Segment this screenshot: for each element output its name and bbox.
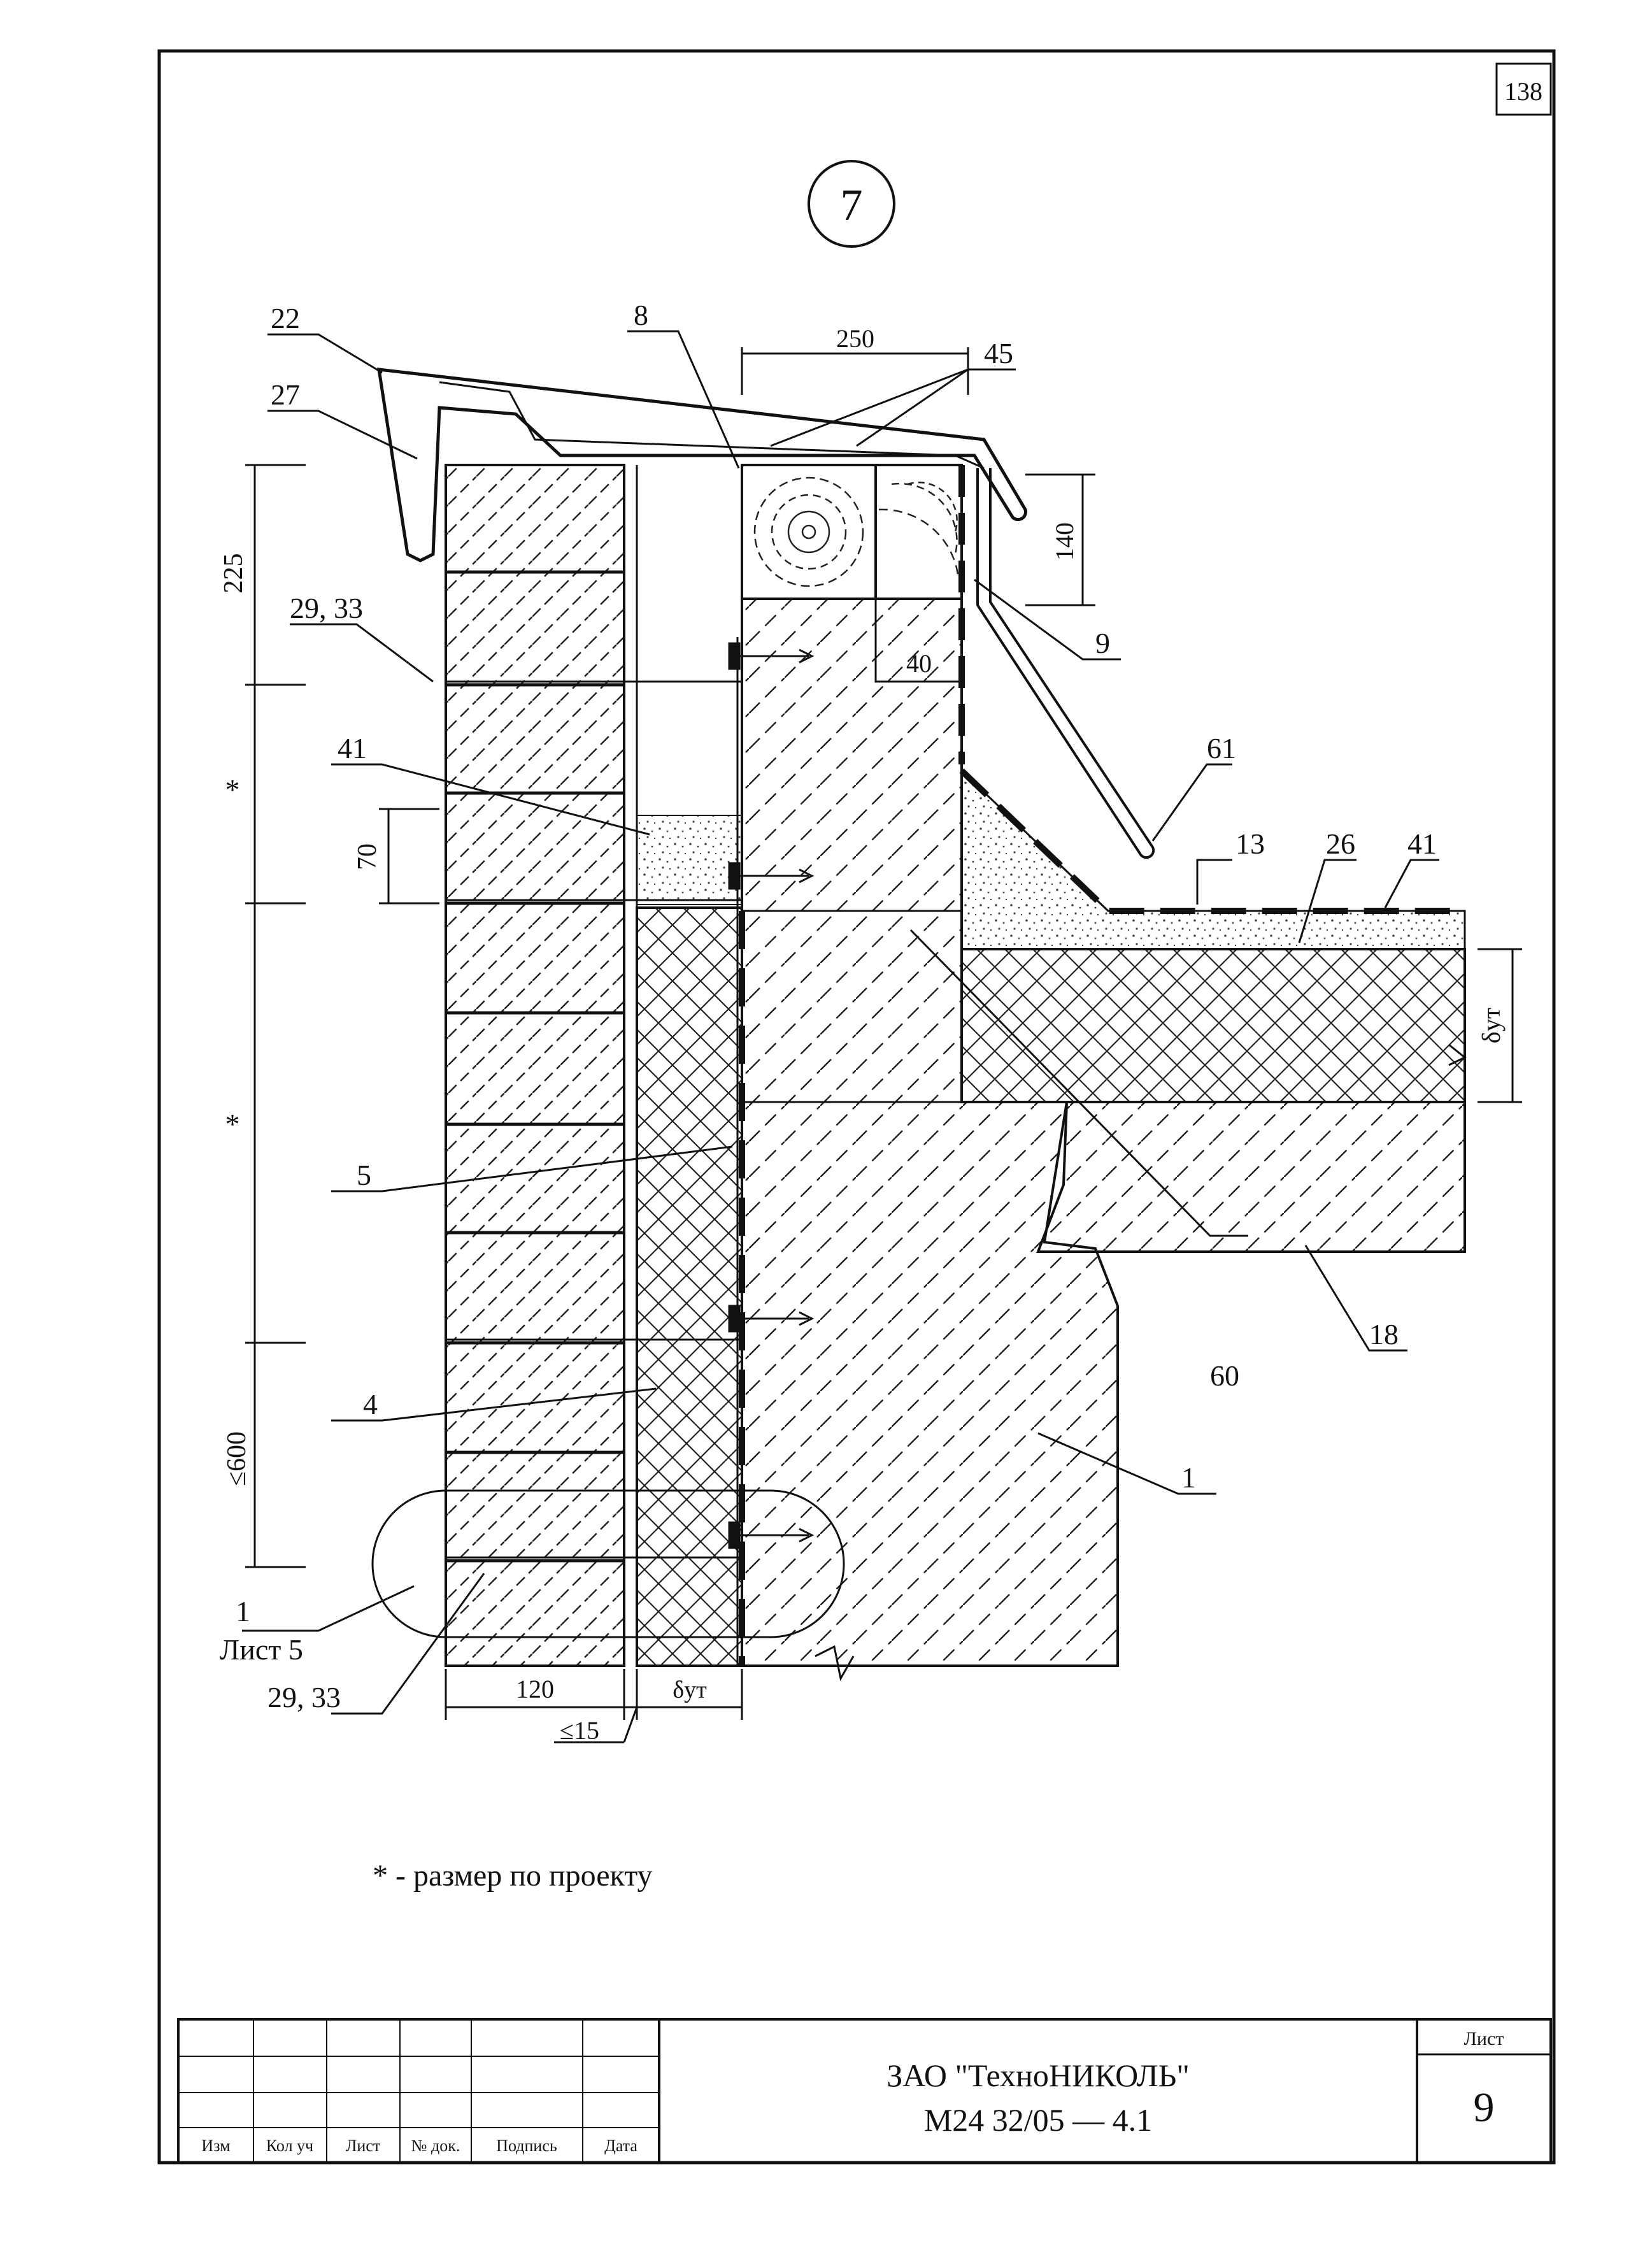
coping-22	[377, 368, 1028, 562]
wall-insulation	[636, 906, 743, 1667]
tb-header-date: Дата	[604, 2137, 637, 2155]
tb-header-list: Лист	[346, 2137, 380, 2155]
dim-140: 140	[1050, 522, 1079, 561]
break-mark-right	[1448, 1043, 1467, 1066]
tb-header-signature: Подпись	[496, 2137, 557, 2155]
label-4: 4	[363, 1388, 378, 1421]
label-41-left: 41	[338, 732, 367, 764]
dim-225: 225	[219, 554, 248, 594]
dim-dut-bottom: δут	[673, 1677, 707, 1703]
detail-number: 7	[841, 181, 863, 230]
dim-250: 250	[836, 324, 874, 353]
page-number: 138	[1504, 77, 1542, 106]
tb-sheet-label: Лист	[1464, 2028, 1504, 2049]
dim-star-1: *	[225, 773, 240, 806]
concrete-wall	[741, 598, 1119, 1667]
break-mark-bottom	[815, 1645, 855, 1682]
leader-lines	[242, 330, 1439, 1715]
label-1: 1	[1181, 1461, 1196, 1494]
wooden-bar-9	[874, 464, 963, 600]
dim-600: ≤600	[222, 1431, 252, 1486]
label-27: 27	[271, 378, 300, 411]
label-29-33-bottom: 29, 33	[267, 1681, 341, 1714]
wooden-bar-8	[741, 464, 877, 600]
label-22: 22	[271, 302, 300, 334]
brick-veneer	[445, 464, 742, 1667]
page-number-box	[1495, 62, 1552, 116]
tb-sheet-number: 9	[1474, 2084, 1495, 2131]
dim-120: 120	[516, 1675, 554, 1703]
label-18: 18	[1369, 1318, 1399, 1350]
tb-header-kol-uch: Кол уч	[266, 2137, 313, 2155]
roof-insulation-26	[960, 948, 1466, 1103]
detail-callout	[371, 1489, 845, 1638]
label-list-5: Лист 5	[220, 1633, 303, 1666]
left-dimension-chain	[245, 464, 439, 1568]
tb-header-izm: Изм	[201, 2137, 230, 2155]
tb-code: М24 32/05 — 4.1	[924, 2102, 1152, 2138]
bottom-dimension-chain	[445, 1669, 743, 1743]
label-5: 5	[357, 1159, 371, 1191]
top-dimension-chain	[741, 347, 1095, 606]
label-29-33-top: 29, 33	[290, 592, 363, 624]
anchors	[728, 642, 815, 1549]
dim-70: 70	[353, 843, 382, 870]
mortar-fill-cavity	[636, 815, 743, 905]
label-45: 45	[984, 337, 1013, 369]
label-1-callout: 1	[236, 1595, 250, 1628]
label-60: 60	[1210, 1359, 1239, 1392]
label-26: 26	[1326, 827, 1355, 860]
dim-40: 40	[906, 649, 932, 678]
roof-membrane-13	[959, 768, 1465, 914]
detail-number-circle	[808, 160, 895, 248]
label-9: 9	[1095, 627, 1110, 659]
tb-header-doc: № док.	[411, 2137, 460, 2155]
dim-dut-right: δут	[1477, 1008, 1506, 1043]
dim-star-2: *	[225, 1108, 240, 1140]
tb-company: ЗАО "ТехноНИКОЛЬ"	[887, 2058, 1190, 2093]
label-41-right: 41	[1407, 827, 1437, 860]
footnote: * - размер по проекту	[373, 1859, 653, 1893]
coping-27	[439, 381, 985, 469]
title-block	[177, 2018, 1552, 2164]
dim-15: ≤15	[560, 1716, 599, 1745]
label-61: 61	[1207, 732, 1236, 764]
flashing-61	[976, 468, 1155, 859]
label-8: 8	[634, 299, 648, 331]
right-dimension	[1478, 948, 1522, 1103]
label-13: 13	[1235, 827, 1265, 860]
